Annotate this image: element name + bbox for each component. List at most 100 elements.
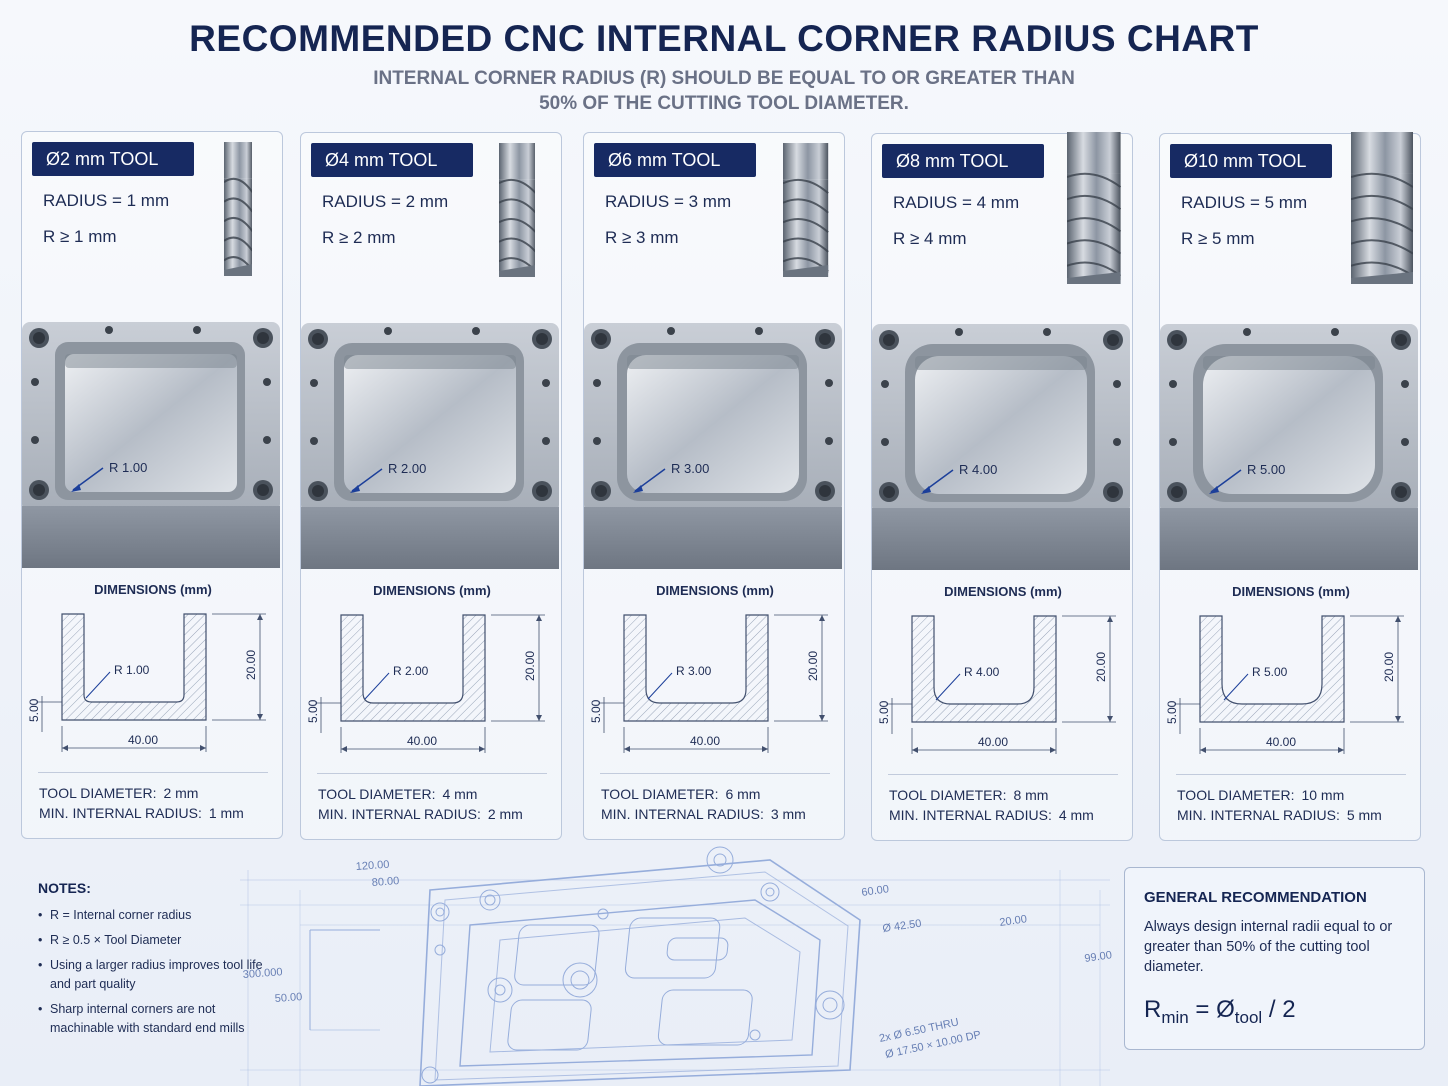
card-divider [1176, 774, 1406, 775]
page-subtitle: INTERNAL CORNER RADIUS (R) SHOULD BE EQU… [0, 66, 1448, 116]
blueprint-dim-g: 20.00 [999, 913, 1028, 929]
recommendation-body: Always design internal radii equal to or… [1144, 919, 1393, 975]
subtitle-line-1: INTERNAL CORNER RADIUS (R) SHOULD BE EQU… [373, 68, 1075, 89]
general-recommendation-box: GENERAL RECOMMENDATION Always design int… [1124, 867, 1425, 1050]
min-radius-label: MIN. INTERNAL RADIUS: [39, 805, 202, 821]
min-radius-value: 3 mm [770, 806, 806, 822]
formula-r-sub: min [1161, 1007, 1189, 1027]
note-item: Using a larger radius improves tool life… [38, 956, 268, 994]
tool-diameter-value: 6 mm [725, 786, 761, 802]
min-radius-label: MIN. INTERNAL RADIUS: [601, 806, 764, 822]
floor-dimension: 5.00 [27, 698, 41, 722]
tool-diameter-label: TOOL DIAMETER: [39, 785, 157, 801]
min-radius-value: 1 mm [208, 805, 244, 821]
min-radius-spec: MIN. INTERNAL RADIUS: 3 mm [601, 806, 806, 822]
radius-value: RADIUS = 4 mm [893, 193, 1020, 212]
note-item: R = Internal corner radius [38, 906, 268, 925]
min-radius-spec: MIN. INTERNAL RADIUS: 2 mm [318, 806, 523, 822]
card-divider [317, 773, 547, 774]
subtitle-line-2: 50% OF THE CUTTING TOOL DIAMETER. [539, 93, 909, 114]
blueprint-dim-h: 99.00 [1084, 949, 1113, 965]
machined-pocket-image: R 3.00 [584, 323, 842, 569]
width-dimension: 40.00 [978, 735, 1008, 749]
tool-badge: Ø4 mm TOOL [311, 143, 473, 177]
tool-diameter-spec: TOOL DIAMETER:6 mm [601, 786, 760, 802]
end-mill-icon [223, 142, 253, 276]
radius-value: RADIUS = 3 mm [605, 192, 732, 211]
width-dimension: 40.00 [690, 734, 720, 748]
blueprint-dim-e: Ø 42.50 [882, 918, 922, 935]
note-item: Sharp internal corners are not machinabl… [38, 1000, 268, 1038]
radius-callout: R 4.00 [959, 462, 997, 477]
note-item: R ≥ 0.5 × Tool Diameter [38, 931, 268, 950]
machined-pocket-image: R 2.00 [301, 323, 559, 569]
machined-pocket-image: R 5.00 [1160, 324, 1418, 570]
min-radius-spec: MIN. INTERNAL RADIUS:4 mm [889, 807, 1094, 823]
radius-rule: R ≥ 3 mm [605, 228, 679, 247]
machined-pocket-image: R 1.00 [22, 322, 280, 568]
floor-dimension: 5.00 [877, 700, 891, 724]
formula-div: / 2 [1262, 996, 1296, 1023]
drawing-radius-callout: R 1.00 [114, 663, 150, 677]
min-radius-value: 4 mm [1058, 807, 1094, 823]
radius-rule: R ≥ 2 mm [322, 228, 396, 247]
end-mill-icon [1067, 132, 1121, 284]
dimensions-title: DIMENSIONS (mm) [373, 583, 491, 598]
tool-diameter-label: TOOL DIAMETER: [318, 786, 436, 802]
end-mill-icon [498, 143, 536, 277]
floor-dimension: 5.00 [1165, 700, 1179, 724]
drawing-radius-callout: R 5.00 [1252, 665, 1288, 679]
radius-callout: R 5.00 [1247, 462, 1285, 477]
recommendation-title: GENERAL RECOMMENDATION [1144, 889, 1367, 906]
height-dimension: 20.00 [806, 651, 820, 681]
tool-diameter-spec: TOOL DIAMETER:2 mm [39, 785, 198, 801]
tool-badge: Ø8 mm TOOL [882, 144, 1044, 178]
tool-diameter-spec: TOOL DIAMETER: 10 mm [1177, 787, 1344, 803]
min-radius-value: 5 mm [1346, 807, 1382, 823]
radius-rule: R ≥ 4 mm [893, 229, 967, 248]
min-radius-label: MIN. INTERNAL RADIUS: [318, 806, 481, 822]
tool-badge: Ø6 mm TOOL [594, 143, 756, 177]
radius-callout: R 2.00 [388, 461, 426, 476]
dimensions-title: DIMENSIONS (mm) [94, 582, 212, 597]
drawing-radius-callout: R 3.00 [676, 664, 712, 678]
floor-dimension: 5.00 [306, 699, 320, 723]
notes-panel: NOTES: R = Internal corner radius R ≥ 0.… [38, 880, 268, 1044]
radius-rule: R ≥ 1 mm [43, 227, 117, 246]
min-radius-spec: MIN. INTERNAL RADIUS: 1 mm [39, 805, 244, 821]
height-dimension: 20.00 [1094, 652, 1108, 682]
width-dimension: 40.00 [407, 734, 437, 748]
blueprint-dim-b: 80.00 [371, 875, 399, 889]
min-radius-spec: MIN. INTERNAL RADIUS: 5 mm [1177, 807, 1382, 823]
height-dimension: 20.00 [523, 651, 537, 681]
radius-callout: R 3.00 [671, 461, 709, 476]
tool-diameter-value: 4 mm [442, 786, 478, 802]
blueprint-dim-d: 50.00 [274, 991, 302, 1005]
blueprint-dim-a: 120.00 [355, 859, 389, 873]
radius-value: RADIUS = 2 mm [322, 192, 449, 211]
tool-diameter-value: 10 mm [1301, 787, 1345, 803]
card-divider [600, 773, 830, 774]
dimension-drawing: 40.00 20.00 5.00 R 4.00 [877, 615, 1116, 754]
blueprint-dim-f: 60.00 [861, 883, 890, 899]
radius-value: RADIUS = 1 mm [43, 191, 170, 210]
formula-r: R [1144, 996, 1162, 1023]
height-dimension: 20.00 [244, 650, 258, 680]
tool-badge: Ø10 mm TOOL [1170, 144, 1332, 178]
recommendation-formula: Rmin = Øtool / 2 [1144, 996, 1296, 1028]
page-title: RECOMMENDED CNC INTERNAL CORNER RADIUS C… [189, 18, 1259, 59]
dimensions-title: DIMENSIONS (mm) [656, 583, 774, 598]
drawing-radius-callout: R 4.00 [964, 665, 1000, 679]
dimensions-title: DIMENSIONS (mm) [944, 584, 1062, 599]
tool-diameter-label: TOOL DIAMETER: [1177, 787, 1295, 803]
min-radius-label: MIN. INTERNAL RADIUS: [1177, 807, 1340, 823]
min-radius-value: 2 mm [487, 806, 523, 822]
tool-diameter-value: 8 mm [1013, 787, 1049, 803]
formula-tool-sub: tool [1234, 1007, 1263, 1027]
